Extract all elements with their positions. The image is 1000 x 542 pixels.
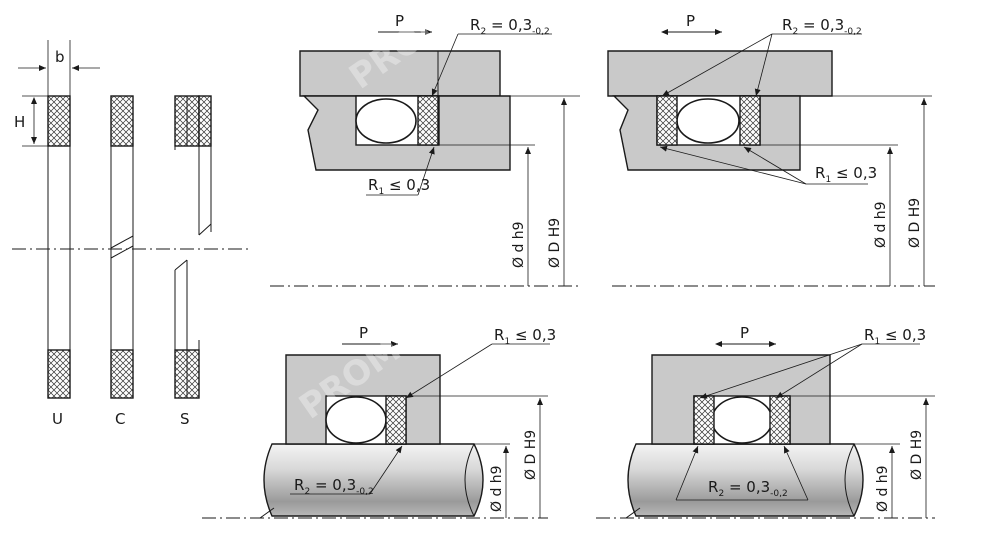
- dia-small-label: Ø d h9: [875, 465, 891, 512]
- pressure-label: P: [686, 12, 695, 30]
- width-label: b: [55, 48, 65, 66]
- assembly-bottom-right: P R1 ≤ 0,3 R2 = 0,3-0,2 Ø d h9 Ø D H9: [596, 324, 935, 519]
- r2-label: R2 = 0,3-0,2: [782, 16, 862, 37]
- r1-label: R1 ≤ 0,3: [494, 326, 556, 347]
- profile-u-label: U: [52, 410, 63, 428]
- r2-label: R2 = 0,3-0,2: [708, 478, 788, 499]
- r2-label: R2 = 0,3-0,2: [470, 16, 550, 37]
- dia-large-label: Ø D H9: [907, 198, 923, 248]
- assembly-top-left: P R2 = 0,3-0,2 R1 ≤ 0,3 Ø d h9 Ø D H9 PR…: [270, 0, 580, 287]
- pressure-label: P: [359, 324, 368, 342]
- profile-c: [110, 95, 134, 399]
- r1-label: R1 ≤ 0,3: [368, 176, 430, 197]
- assembly-bottom-left: P R1 ≤ 0,3 R2 = 0,3-0,2 Ø d h9 Ø D H9 PR…: [202, 324, 556, 519]
- pressure-label: P: [395, 12, 404, 30]
- assembly-top-right: P R2 = 0,3-0,2 R1 ≤ 0,3 Ø d h9 Ø D H9: [607, 12, 935, 287]
- dia-small-label: Ø d h9: [873, 201, 889, 248]
- pressure-label: P: [740, 324, 749, 342]
- r1-label: R1 ≤ 0,3: [864, 326, 926, 347]
- dia-small-label: Ø d h9: [511, 221, 527, 268]
- dia-small-label: Ø d h9: [489, 465, 505, 512]
- dia-large-label: Ø D H9: [547, 218, 563, 268]
- height-label: H: [14, 113, 25, 131]
- dia-large-label: Ø D H9: [523, 430, 539, 480]
- profile-u: [47, 95, 71, 399]
- profile-s: [174, 95, 212, 399]
- profile-s-label: S: [180, 410, 190, 428]
- r1-label: R1 ≤ 0,3: [815, 164, 877, 185]
- r2-label: R2 = 0,3-0,2: [294, 476, 374, 497]
- profile-c-label: C: [115, 410, 125, 428]
- profiles-group: b H: [12, 40, 252, 428]
- dia-large-label: Ø D H9: [909, 430, 925, 480]
